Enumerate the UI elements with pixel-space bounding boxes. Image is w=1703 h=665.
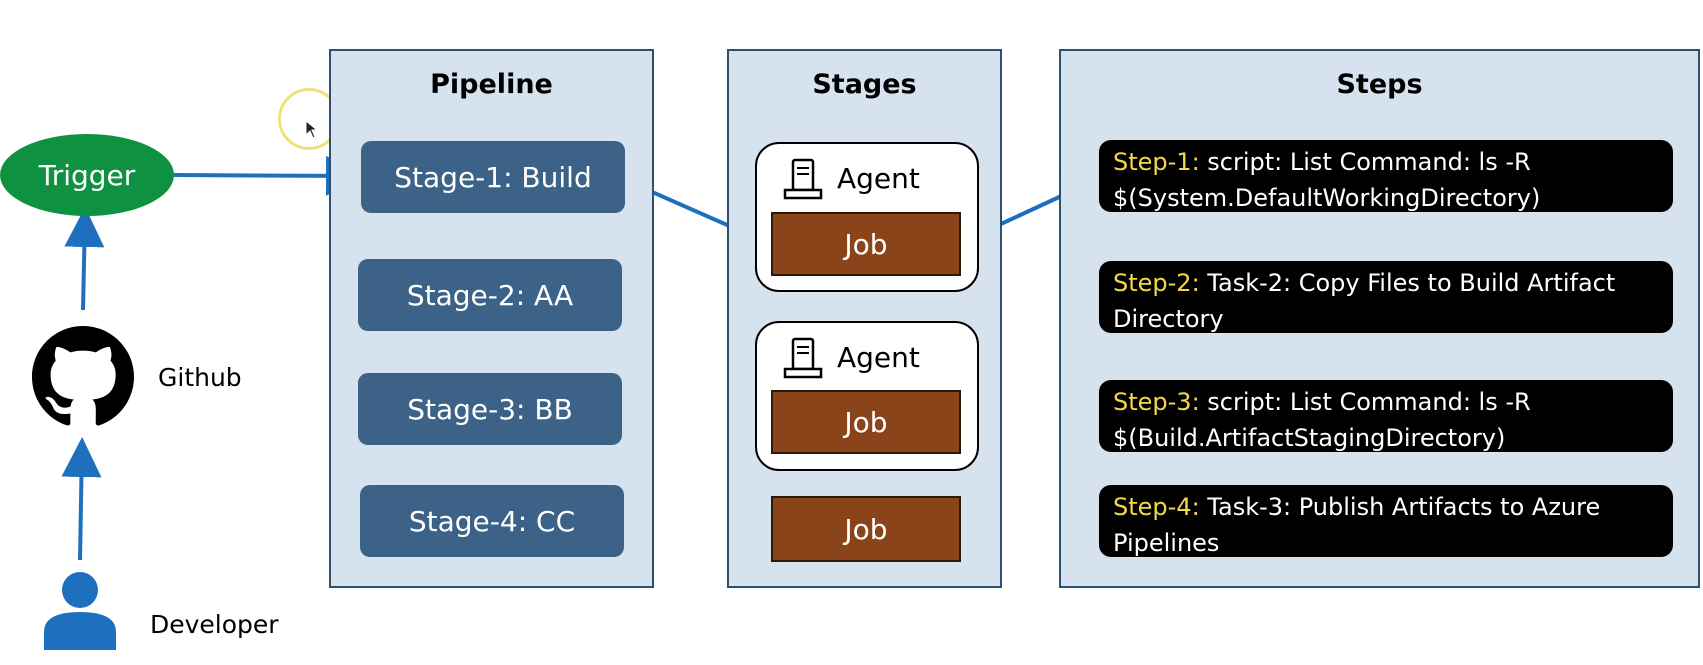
step-key: Step-2:	[1113, 269, 1200, 297]
stage-label: Stage-3: BB	[407, 392, 573, 426]
arrow-developer-to-github	[61, 437, 102, 561]
arrow-trigger-to-stage1	[172, 155, 366, 196]
developer-person-icon	[44, 572, 116, 650]
job-box-1: Job	[771, 212, 961, 276]
agent-label: Agent	[837, 341, 920, 374]
job-box-2: Job	[771, 390, 961, 454]
pipeline-title: Pipeline	[430, 69, 553, 100]
stages-title: Stages	[812, 69, 917, 100]
server-icon	[783, 158, 823, 200]
job-box-3: Job	[771, 496, 961, 562]
job-label: Job	[844, 405, 888, 439]
developer-label: Developer	[150, 610, 279, 639]
job-label: Job	[844, 227, 888, 261]
trigger-node: Trigger	[0, 134, 174, 216]
stage-box-4: Stage-4: CC	[360, 485, 624, 557]
step-text: Task-2: Copy Files to Build Artifact Dir…	[1113, 269, 1616, 333]
step-text: Task-3: Publish Artifacts to Azure Pipel…	[1113, 493, 1601, 557]
trigger-label: Trigger	[38, 158, 136, 192]
github-label: Github	[158, 363, 242, 392]
steps-title: Steps	[1336, 69, 1423, 100]
step-key: Step-4:	[1113, 493, 1200, 521]
stage-box-2: Stage-2: AA	[358, 259, 622, 331]
step-box-2: Step-2: Task-2: Copy Files to Build Arti…	[1099, 261, 1673, 333]
job-label: Job	[844, 512, 888, 546]
agent-label: Agent	[837, 162, 920, 195]
step-text: script: List Command: ls -R $(Build.Arti…	[1113, 388, 1531, 452]
stage-box-1: Stage-1: Build	[361, 141, 625, 213]
mouse-pointer-icon	[305, 120, 319, 139]
stage-label: Stage-2: AA	[406, 278, 574, 312]
stage-box-3: Stage-3: BB	[358, 373, 622, 445]
step-key: Step-1:	[1113, 148, 1200, 176]
github-icon	[32, 326, 134, 426]
step-box-4: Step-4: Task-3: Publish Artifacts to Azu…	[1099, 485, 1673, 557]
stage-label: Stage-1: Build	[394, 160, 592, 194]
arrow-github-to-trigger	[64, 207, 105, 311]
stage-label: Stage-4: CC	[408, 504, 576, 538]
step-key: Step-3:	[1113, 388, 1200, 416]
step-text: script: List Command: ls -R $(System.Def…	[1113, 148, 1541, 212]
server-icon	[783, 337, 823, 379]
step-box-1: Step-1: script: List Command: ls -R $(Sy…	[1099, 140, 1673, 212]
step-box-3: Step-3: script: List Command: ls -R $(Bu…	[1099, 380, 1673, 452]
